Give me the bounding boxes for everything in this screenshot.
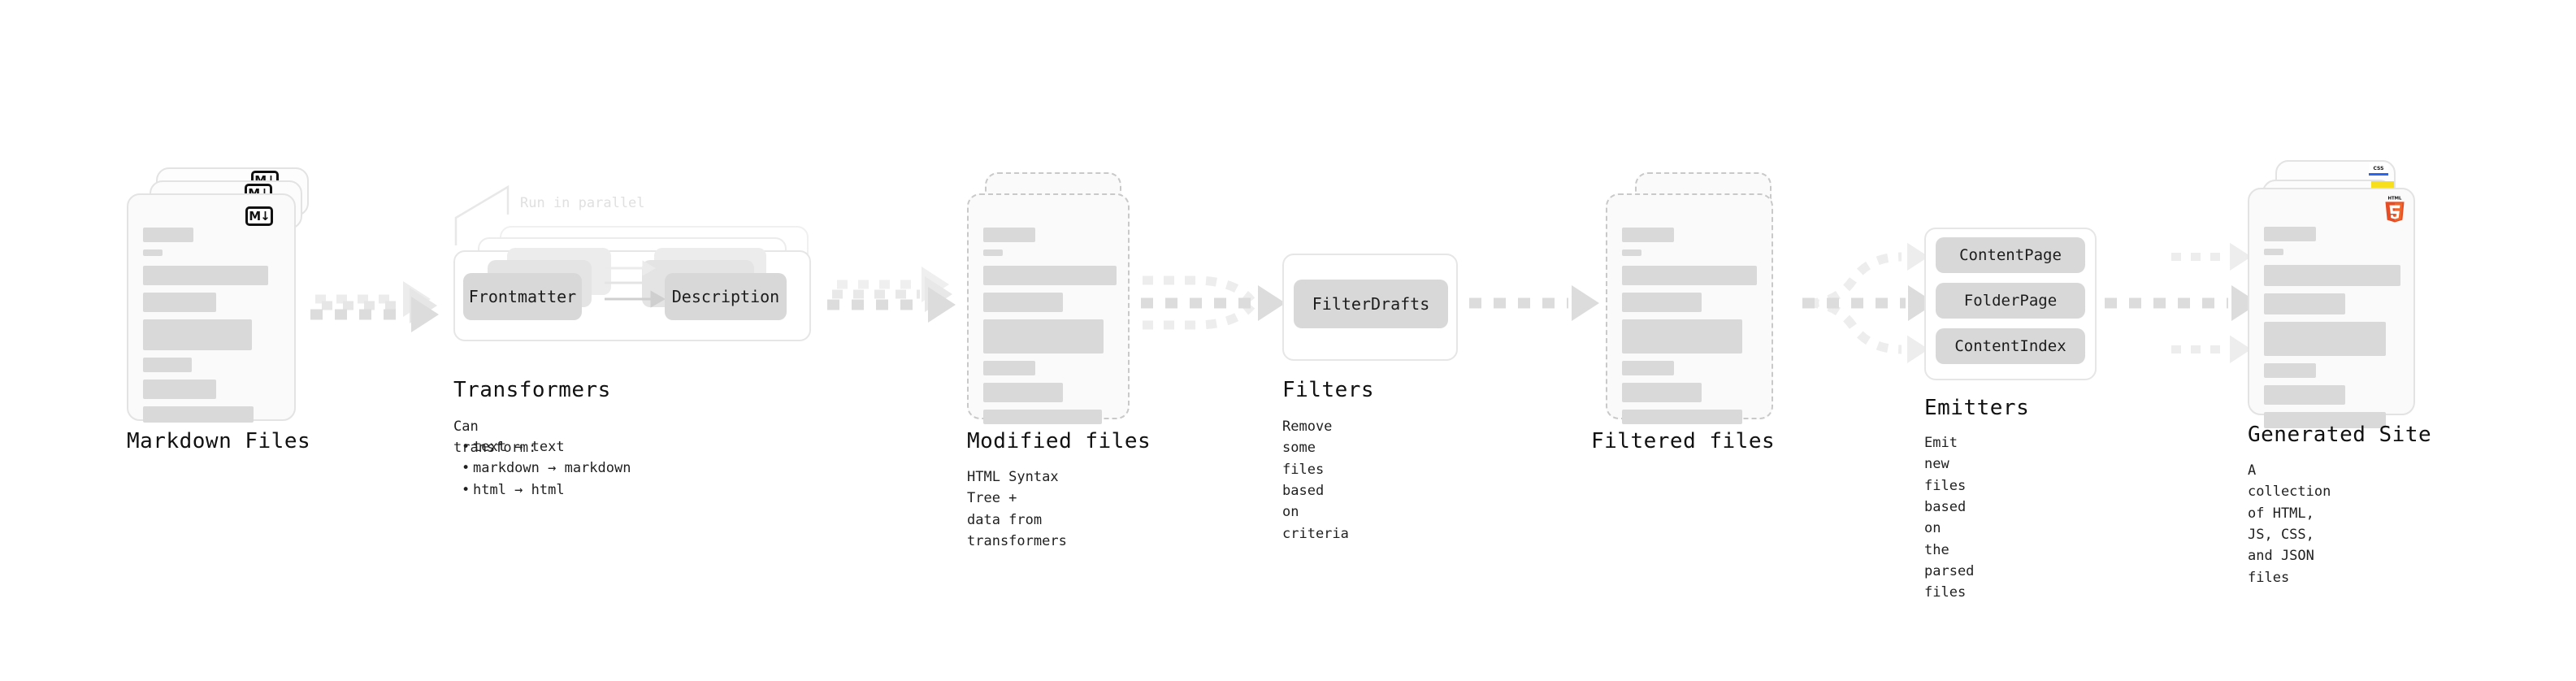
modified-card-front[interactable] xyxy=(967,193,1130,424)
css3-badge: CSS xyxy=(2369,163,2388,176)
emitters-subtitle: Emit new files based on the parsed files xyxy=(1924,435,1975,601)
emitter-chip-contentindex[interactable]: ContentIndex xyxy=(1936,328,2085,364)
run-in-parallel-label: Run in parallel xyxy=(520,195,645,211)
connector-filters-to-filtered xyxy=(1469,285,1599,321)
filtered-files-title: Filtered files xyxy=(1591,429,1776,453)
filtered-card-front[interactable] xyxy=(1606,193,1773,424)
site-content-bars xyxy=(2264,227,2400,436)
modified-files-subtitle: HTML Syntax Tree + data from transformer… xyxy=(967,469,1067,550)
transformers-bullet-2: markdown → markdown xyxy=(460,458,631,479)
transformers-title: Transformers xyxy=(453,378,611,402)
html5-badge: HTML xyxy=(2383,194,2407,223)
emitter-chip-folderpage[interactable]: FolderPage xyxy=(1936,283,2085,319)
filtered-content-bars xyxy=(1622,228,1759,432)
modified-files-title: Modified files xyxy=(967,429,1151,453)
generated-site-subtitle: A collection of HTML, JS, CSS, and JSON … xyxy=(2248,462,2331,586)
emitter-chip-contentpage[interactable]: ContentPage xyxy=(1936,237,2085,273)
transformers-bullet-1: text → text xyxy=(460,436,631,458)
connector-transformers-to-modified xyxy=(827,267,956,323)
transformers-bullets: text → text markdown → markdown html → h… xyxy=(460,436,631,501)
modified-content-bars xyxy=(983,228,1117,432)
site-card-front[interactable]: HTML xyxy=(2248,188,2415,428)
transformer-inner-arrows xyxy=(605,260,666,308)
connector-filtered-to-emitters xyxy=(1802,242,1936,363)
markdown-files-title: Markdown Files xyxy=(127,429,311,453)
connector-markdown-to-transformers xyxy=(310,281,439,332)
filter-chip-filterdrafts[interactable]: FilterDrafts xyxy=(1294,280,1448,328)
filters-title: Filters xyxy=(1282,378,1375,402)
markdown-badge: M↓ xyxy=(245,206,273,226)
generated-site-title: Generated Site xyxy=(2248,423,2432,447)
markdown-card-front[interactable]: M↓ xyxy=(127,193,296,423)
transformer-chip-frontmatter[interactable]: Frontmatter xyxy=(463,273,582,320)
transformers-bullet-3: html → html xyxy=(460,479,631,501)
transformer-chip-description[interactable]: Description xyxy=(665,273,787,320)
connector-modified-to-filters xyxy=(1141,275,1286,330)
connector-emitters-to-site xyxy=(2105,242,2259,363)
emitters-title: Emitters xyxy=(1924,396,2030,420)
markdown-content-bars xyxy=(143,228,281,430)
svg-text:HTML: HTML xyxy=(2388,196,2403,201)
filters-subtitle: Remove some files based on criteria xyxy=(1282,419,1349,542)
